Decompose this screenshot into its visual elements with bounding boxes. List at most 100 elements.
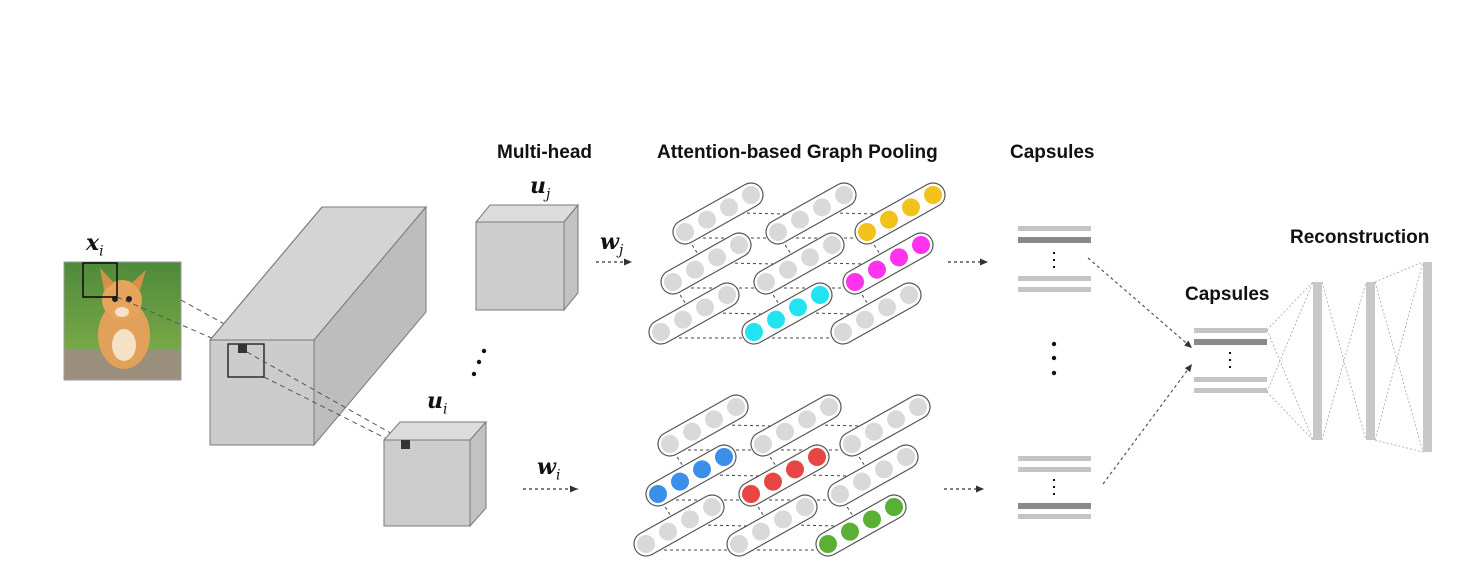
reconstruction-network [1266, 261, 1432, 453]
ellipsis-dots-heads [471, 348, 487, 377]
graph-node [863, 510, 881, 529]
capsule-pill [854, 182, 946, 245]
capsule-pill [830, 282, 922, 345]
graph-node [708, 248, 726, 267]
capsule-pill [726, 494, 818, 557]
graph-node [858, 223, 876, 241]
capsule-pill [648, 282, 740, 345]
graph-node [652, 323, 670, 341]
head-cube-j [474, 203, 580, 312]
capsule-pill [765, 182, 857, 245]
graph-node [801, 248, 819, 267]
capsule-pill [645, 444, 737, 507]
graph-node [779, 260, 797, 279]
capsule-pill [753, 232, 845, 295]
graph-node [786, 460, 804, 479]
math-x-i: xi [86, 230, 104, 260]
graph-node [834, 323, 852, 341]
capsule-pill [839, 394, 931, 457]
graph-node [686, 260, 704, 279]
graph-node [909, 398, 927, 416]
capsule-pill [633, 494, 725, 557]
capsule-pill [738, 444, 830, 507]
graph-node [808, 448, 826, 466]
graph-node [715, 448, 733, 466]
capsule-pill [750, 394, 842, 457]
graph-node [846, 273, 864, 291]
graph-node [912, 236, 930, 254]
graph-node [637, 535, 655, 553]
graph-node [705, 410, 723, 429]
graph-node [902, 198, 920, 217]
math-u-j: uj [530, 173, 551, 203]
graph-node [796, 498, 814, 516]
graph-node [720, 198, 738, 217]
graph-node [831, 485, 849, 503]
graph-node [664, 273, 682, 291]
graph-node [676, 223, 694, 241]
graph-node [671, 472, 689, 491]
graph-node [924, 186, 942, 204]
capsule-pill [741, 282, 833, 345]
capsule-pill [815, 494, 907, 557]
primary-capsules [1018, 226, 1091, 519]
reconstruction-label: Reconstruction [1290, 227, 1430, 248]
graph-node [823, 236, 841, 254]
graph-node [683, 422, 701, 441]
graph-node [659, 522, 677, 541]
graph-node [693, 460, 711, 479]
graph-node [887, 410, 905, 429]
math-u-i: ui [427, 388, 448, 418]
graph-node [865, 422, 883, 441]
graph-node [769, 223, 787, 241]
class-capsules-label: Capsules [1185, 284, 1270, 305]
math-w-i: wi [537, 454, 561, 484]
capsule-pill [660, 232, 752, 295]
graph-node [819, 535, 837, 553]
graph-node [885, 498, 903, 516]
graph-node [681, 510, 699, 529]
graph-node [649, 485, 667, 503]
graph-node [730, 236, 748, 254]
graph-pooling-bottom [633, 394, 931, 557]
primary-capsules-label: Capsules [1010, 142, 1095, 163]
math-w-j: wj [600, 229, 624, 259]
graph-node [856, 310, 874, 329]
graph-node [757, 273, 775, 291]
graph-node [900, 286, 918, 304]
graph-node [878, 298, 896, 317]
graph-node [813, 198, 831, 217]
graph-node [754, 435, 772, 453]
graph-node [718, 286, 736, 304]
graph-pooling-label: Attention-based Graph Pooling [657, 142, 938, 163]
capsule-pill [657, 394, 749, 457]
graph-pooling-top [648, 182, 946, 345]
graph-node [674, 310, 692, 329]
graph-node [661, 435, 679, 453]
capsule-pill [672, 182, 764, 245]
graph-node [696, 298, 714, 317]
capsule-pill [827, 444, 919, 507]
graph-node [897, 448, 915, 466]
feature-volume [208, 205, 428, 447]
graph-node [742, 186, 760, 204]
graph-node [764, 472, 782, 491]
graph-node [776, 422, 794, 441]
graph-node [798, 410, 816, 429]
graph-node [853, 472, 871, 491]
graph-node [730, 535, 748, 553]
graph-node [868, 260, 886, 279]
input-image [63, 261, 182, 381]
graph-node [742, 485, 760, 503]
graph-node [774, 510, 792, 529]
graph-node [767, 310, 785, 329]
multi-head-label: Multi-head [497, 142, 592, 163]
graph-node [727, 398, 745, 416]
graph-node [698, 210, 716, 229]
graph-node [890, 248, 908, 267]
receptive-field-box [82, 262, 118, 298]
graph-node [703, 498, 721, 516]
graph-node [745, 323, 763, 341]
